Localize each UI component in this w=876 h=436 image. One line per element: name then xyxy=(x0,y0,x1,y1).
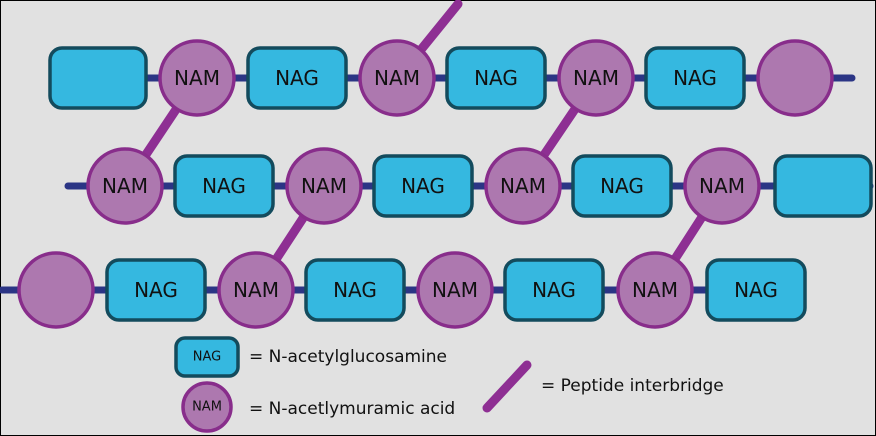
unit-label: NAM xyxy=(432,278,478,302)
sugar-unit: NAM xyxy=(158,39,236,117)
nam-unit xyxy=(86,147,164,225)
unit-label: NAM xyxy=(102,174,148,198)
sugar-unit: NAM xyxy=(683,147,761,225)
nag-unit xyxy=(445,46,547,110)
nag-unit xyxy=(372,154,474,218)
unit-label: NAG xyxy=(673,66,717,90)
nag-unit xyxy=(644,46,746,110)
sugar-unit: NAM xyxy=(217,251,295,329)
sugar-unit xyxy=(17,251,95,329)
legend-nag-text: = N-acetylglucosamine xyxy=(249,347,447,367)
sugar-unit: NAG xyxy=(644,46,746,110)
sugar-unit: NAM xyxy=(616,251,694,329)
legend-nam-swatch xyxy=(181,381,233,433)
nam-unit xyxy=(557,39,635,117)
sugar-unit: NAG xyxy=(503,258,605,322)
nag-unit xyxy=(105,258,207,322)
legend-nag-symbol-label: NAG xyxy=(193,350,221,365)
sugar-unit xyxy=(48,46,148,110)
nag-unit xyxy=(173,154,275,218)
legend-nag: NAG = N-acetylglucosamine xyxy=(174,336,447,378)
unit-label: NAG xyxy=(202,174,246,198)
legend-bridge-text: = Peptide interbridge xyxy=(541,376,724,396)
nam-unit xyxy=(484,147,562,225)
nam-unit xyxy=(683,147,761,225)
unit-label: NAG xyxy=(734,278,778,302)
sugar-unit: NAM xyxy=(86,147,164,225)
nag-unit xyxy=(773,154,873,218)
nag-unit xyxy=(246,46,348,110)
unit-label: NAM xyxy=(233,278,279,302)
legend-nam-symbol-label: NAM xyxy=(192,400,222,415)
sugar-unit: NAM xyxy=(285,147,363,225)
unit-label: NAM xyxy=(174,66,220,90)
sugar-row-3: NAG NAM NAG NAM NAG NAM NAG xyxy=(17,251,807,329)
sugar-row-1: NAM NAG NAM NAG NAM NAG xyxy=(48,39,834,117)
unit-label: NAM xyxy=(500,174,546,198)
unit-label: NAG xyxy=(401,174,445,198)
sugar-unit xyxy=(756,39,834,117)
nag-unit xyxy=(571,154,673,218)
nag-unit xyxy=(304,258,406,322)
sugar-row-2: NAM NAG NAM NAG NAM NAG NAM xyxy=(86,147,873,225)
sugar-unit xyxy=(773,154,873,218)
unit-label: NAG xyxy=(275,66,319,90)
sugar-unit: NAG xyxy=(105,258,207,322)
sugar-unit: NAM xyxy=(557,39,635,117)
unit-label: NAM xyxy=(699,174,745,198)
unit-label: NAG xyxy=(474,66,518,90)
unit-label: NAG xyxy=(134,278,178,302)
legend-nag-swatch xyxy=(174,336,240,378)
sugar-unit: NAG xyxy=(246,46,348,110)
nam-unit xyxy=(416,251,494,329)
sugar-unit: NAG xyxy=(571,154,673,218)
legend-nam-text: = N-acetlymuramic acid xyxy=(249,399,455,419)
nag-unit xyxy=(503,258,605,322)
nag-unit xyxy=(705,258,807,322)
legend-bridge-swatch xyxy=(482,360,532,413)
sugar-unit: NAM xyxy=(484,147,562,225)
nag-unit xyxy=(48,46,148,110)
nam-unit xyxy=(616,251,694,329)
unit-label: NAG xyxy=(600,174,644,198)
sugar-unit: NAM xyxy=(416,251,494,329)
nam-unit xyxy=(217,251,295,329)
unit-label: NAM xyxy=(301,174,347,198)
nam-unit xyxy=(158,39,236,117)
sugar-unit: NAG xyxy=(705,258,807,322)
unit-label: NAM xyxy=(632,278,678,302)
nam-unit xyxy=(756,39,834,117)
sugar-unit: NAG xyxy=(372,154,474,218)
unit-label: NAM xyxy=(573,66,619,90)
unit-label: NAG xyxy=(532,278,576,302)
sugar-unit: NAM xyxy=(358,39,436,117)
legend: NAG = N-acetylglucosamine NAM = N-acetly… xyxy=(174,336,724,433)
legend-nam: NAM = N-acetlymuramic acid xyxy=(181,381,455,433)
nam-unit xyxy=(358,39,436,117)
nam-unit xyxy=(17,251,95,329)
sugar-unit: NAG xyxy=(445,46,547,110)
legend-bridge: = Peptide interbridge xyxy=(482,360,724,413)
sugar-unit: NAG xyxy=(173,154,275,218)
unit-label: NAM xyxy=(374,66,420,90)
nam-unit xyxy=(285,147,363,225)
unit-label: NAG xyxy=(333,278,377,302)
sugar-unit: NAG xyxy=(304,258,406,322)
